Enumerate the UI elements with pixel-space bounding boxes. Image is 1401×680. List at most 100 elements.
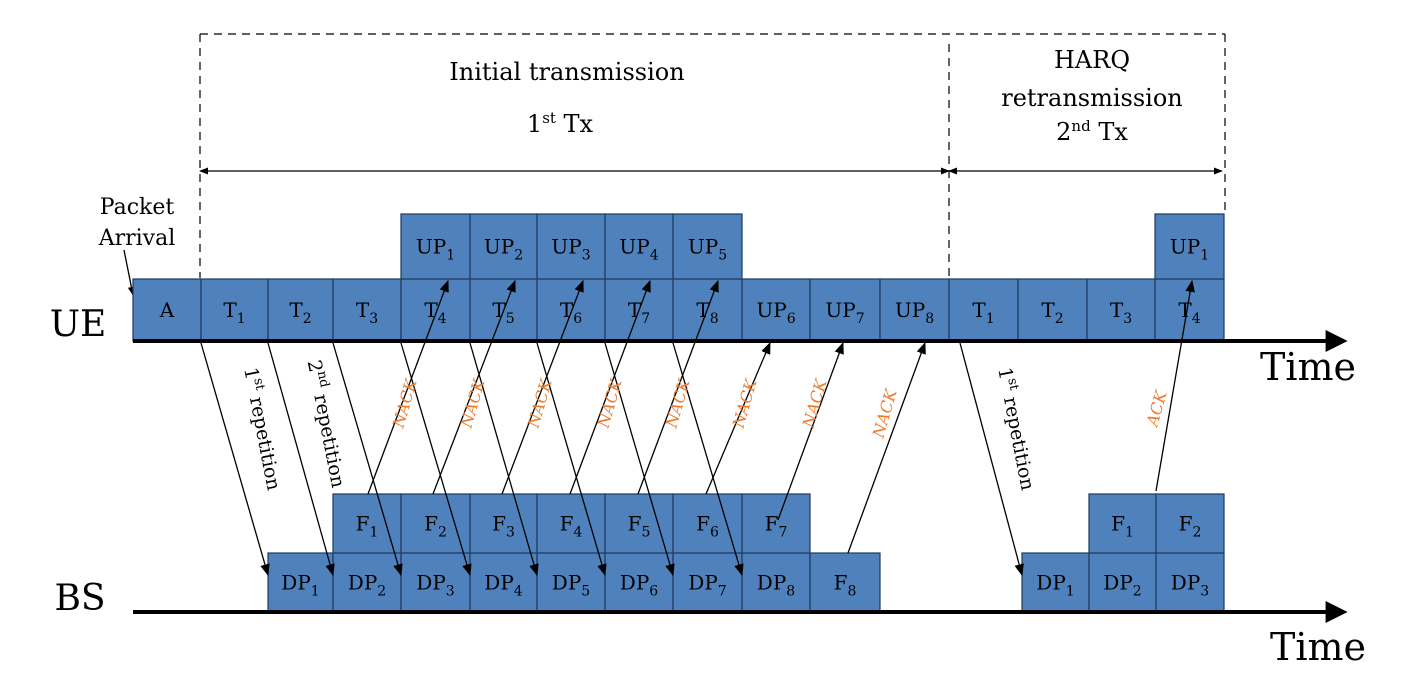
ue-time-label: Time	[1260, 345, 1356, 389]
feedback-arrow	[1155, 279, 1195, 492]
bs-f-box-label: F7	[765, 512, 788, 541]
uplink-data-arrow	[400, 342, 472, 577]
ue-slot-label: UP6	[756, 298, 795, 327]
bs-f-box: F5	[604, 493, 674, 554]
bs-f-box-rect	[536, 493, 606, 554]
bs-slot-label: DP4	[484, 571, 523, 600]
packet-arrival-label-line2: Arrival	[98, 226, 176, 251]
ue-slot-rect	[1086, 278, 1156, 342]
uplink-data-arrow	[604, 342, 675, 577]
bs-slot-label: DP8	[757, 571, 795, 600]
ue-up-box: UP5	[672, 213, 743, 280]
bs-slot-rect	[332, 552, 402, 613]
ue-slot-rect	[948, 278, 1019, 342]
bs-slot: F8	[809, 552, 881, 613]
feedback-label: NACK	[523, 376, 556, 431]
ue-up-box-rect	[400, 213, 471, 280]
feedback-label: NACK	[388, 376, 421, 431]
ue-up-box: UP2	[469, 213, 538, 280]
packet-arrival-arrow	[123, 249, 135, 296]
ue-up-box-label: UP5	[688, 235, 727, 264]
ue-slot-rect	[200, 278, 269, 342]
bs-f-box: F4	[536, 493, 606, 554]
bs-f-box-rect	[1088, 493, 1157, 554]
ue-slot: T3	[1086, 278, 1156, 342]
bs-slot: DP1	[1021, 552, 1090, 613]
ue-slot-label: T8	[696, 298, 718, 327]
bs-slot-label: DP2	[1103, 571, 1141, 600]
bs-slot: DP2	[1088, 552, 1157, 613]
ue-slot-label: UP7	[825, 298, 864, 327]
bs-slot-rect	[1021, 552, 1090, 613]
ue-up-box: UP1	[1154, 213, 1225, 280]
bs-slot: DP6	[604, 552, 674, 613]
bs-f-box-label: F2	[424, 512, 447, 541]
ue-slot: T1	[948, 278, 1019, 342]
bs-slot-rect	[1155, 552, 1225, 613]
ue-slot: UP7	[809, 278, 881, 342]
ue-slot-rect	[809, 278, 881, 342]
feedback-arrow	[432, 279, 516, 495]
feedback-label: NACK	[798, 376, 831, 431]
bs-slot: DP3	[400, 552, 471, 613]
uplink-data-arrow	[332, 342, 403, 577]
bs-f-box-rect	[672, 493, 743, 554]
ue-slot: T2	[1017, 278, 1088, 342]
harq-tx-label: 2nd Tx	[1056, 117, 1128, 146]
feedback-arrow	[637, 279, 719, 495]
ue-up-box-rect	[536, 213, 606, 280]
ue-slot-label: T2	[1041, 298, 1063, 327]
ue-up-box: UP4	[604, 213, 674, 280]
bs-f-box-rect	[400, 493, 471, 554]
ue-up-box-label: UP3	[551, 235, 590, 264]
ue-up-box-label: UP4	[619, 235, 658, 264]
feedback-label: NACK	[661, 376, 694, 431]
bs-f-box-rect	[1155, 493, 1225, 554]
initial-transmission-title: Initial transmission	[449, 58, 684, 86]
bs-slot: DP4	[469, 552, 538, 613]
ue-slot-label: T5	[492, 298, 514, 327]
bs-slot-rect	[536, 552, 606, 613]
ue-slot: UP6	[741, 278, 811, 342]
feedback-arrow	[367, 279, 449, 495]
ue-up-box-label: UP1	[416, 235, 455, 264]
phase-frame	[199, 33, 1226, 280]
bs-slot-label: DP1	[1036, 571, 1074, 600]
bs-f-box-rect	[469, 493, 538, 554]
ue-slot-label: T4	[1178, 298, 1200, 327]
uplink-data-arrow	[536, 342, 607, 577]
bs-f-box: F3	[469, 493, 538, 554]
ue-slot-label: T3	[356, 298, 378, 327]
feedback-arrow	[569, 279, 651, 495]
ue-slot-rect	[1017, 278, 1088, 342]
ue-up-box-rect	[604, 213, 674, 280]
bs-f-box-label: F4	[560, 512, 583, 541]
bs-time-label: Time	[1270, 625, 1366, 669]
feedback-label: NACK	[593, 376, 626, 431]
bs-slot-label: DP6	[620, 571, 659, 600]
bs-slot-rect	[809, 552, 881, 613]
ue-slot-label: UP8	[895, 298, 934, 327]
ue-slot-rect	[879, 278, 950, 342]
ue-slot: T6	[536, 278, 606, 342]
ue-slot: T4	[1154, 278, 1225, 342]
ue-up-box: UP3	[536, 213, 606, 280]
initial-tx-label: 1st Tx	[527, 109, 594, 138]
ue-slot-rect	[332, 278, 402, 342]
feedback-arrow	[847, 341, 926, 554]
uplink-data-arrow	[267, 342, 335, 577]
ue-slot: A	[132, 278, 202, 342]
bs-slot-rect	[672, 552, 743, 613]
bs-f-box-label: F2	[1179, 512, 1202, 541]
ue-up-row: UP1 UP2 UP3 UP4 UP5 UP1	[400, 213, 1225, 280]
packet-arrival-label-line1: Packet	[100, 195, 175, 220]
bs-slot-rect	[741, 552, 811, 613]
feedback-arrow	[501, 279, 584, 495]
ue-up-box-rect	[1154, 213, 1225, 280]
bs-f-box-rect	[604, 493, 674, 554]
bs-slot-label: DP1	[281, 571, 319, 600]
bs-f-box-label: F1	[356, 512, 379, 541]
bs-slot-label: F8	[834, 571, 857, 600]
ue-slot: T4	[400, 278, 471, 342]
